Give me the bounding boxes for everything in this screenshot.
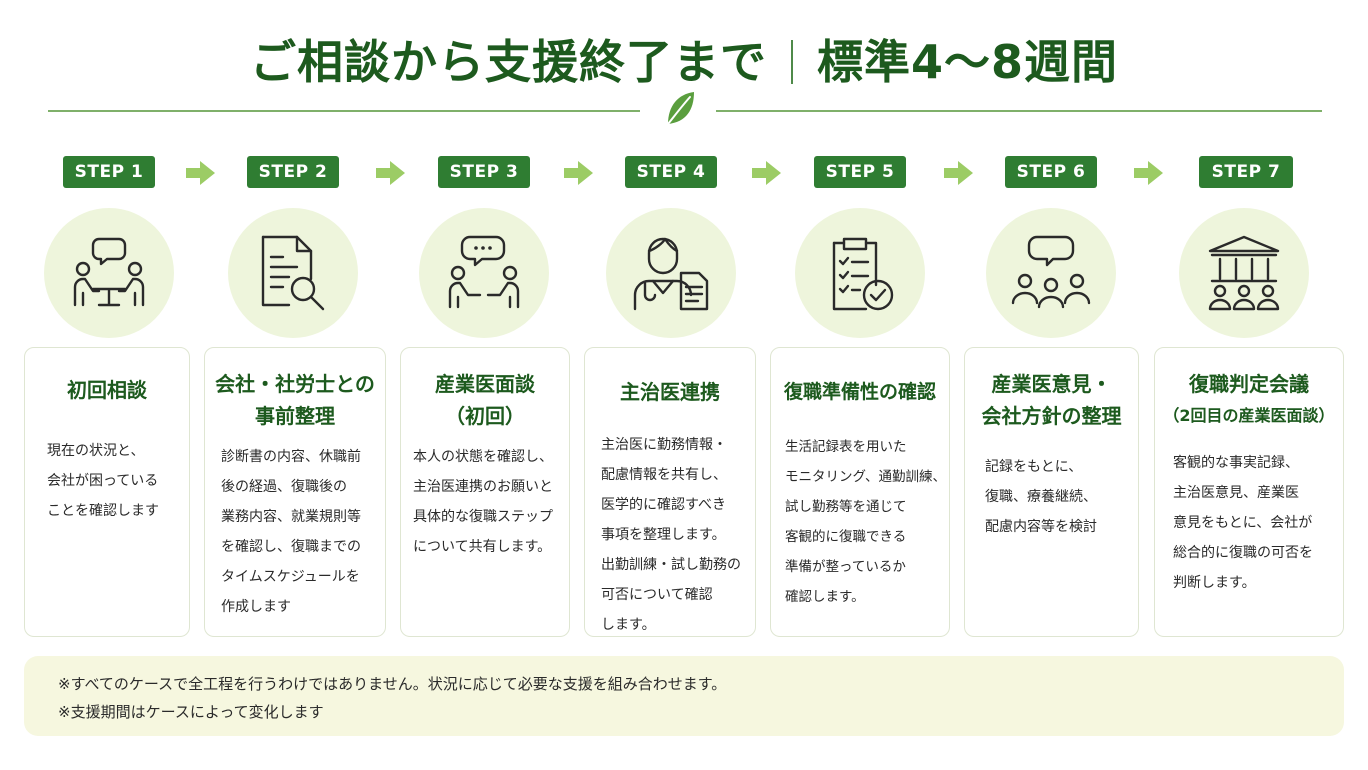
- step-6-title: 産業医意見・: [991, 372, 1112, 396]
- step-3-body-line: 主治医連携のお願いと: [413, 479, 553, 495]
- document-search-icon: [261, 235, 325, 311]
- step-7-title: 復職判定会議: [1189, 372, 1309, 396]
- step-7-body-line: 判断します。: [1173, 575, 1256, 591]
- footnote-box: ※すべてのケースで全工程を行うわけではありません。状況に応じて必要な支援を組み合…: [24, 656, 1344, 736]
- step-6-body-line: 記録をもとに、: [985, 459, 1083, 475]
- page-title: ご相談から支援終了まで標準4〜8週間: [0, 26, 1368, 92]
- step-2-card: 会社・社労士との 事前整理 診断書の内容、休職前 後の経過、復職後の 業務内容、…: [204, 347, 386, 637]
- divider-right: [716, 110, 1322, 112]
- step-1-body: 現在の状況と、 会社が困っている ことを確認します: [47, 436, 159, 526]
- step-1-body-line: 会社が困っている: [47, 473, 159, 489]
- step-4-body: 主治医に勤務情報・ 配慮情報を共有し、 医学的に確認すべき 事項を整理します。 …: [601, 430, 741, 640]
- arrow-right-icon: [186, 161, 215, 185]
- step-2-body-line: 後の経過、復職後の: [221, 479, 347, 495]
- step-5-badge: STEP 5: [814, 156, 906, 188]
- step-5-body-line: 試し勤務等を通じて: [785, 499, 907, 515]
- step-1-badge: STEP 1: [63, 156, 155, 188]
- step-3-title: 産業医面談: [435, 372, 535, 396]
- step-5-body-line: 客観的に復職できる: [785, 529, 907, 545]
- step-6-badge: STEP 6: [1005, 156, 1097, 188]
- title-separator: [790, 40, 793, 84]
- step-2-body-line: タイムスケジュールを: [221, 569, 360, 585]
- divider-left: [48, 110, 640, 112]
- step-6-body-line: 復職、療養継続、: [985, 489, 1097, 505]
- step-6-icon-circle: [986, 208, 1116, 338]
- step-7-body-line: 主治医意見、産業医: [1173, 485, 1299, 501]
- step-2-title: 事前整理: [255, 404, 335, 428]
- step-2-badge: STEP 2: [247, 156, 339, 188]
- meeting-two-people-icon: [73, 237, 145, 307]
- step-2-body: 診断書の内容、休職前 後の経過、復職後の 業務内容、就業規則等 を確認し、復職ま…: [221, 442, 361, 622]
- step-7-icon-circle: [1179, 208, 1309, 338]
- arrow-right-icon: [1134, 161, 1163, 185]
- step-3-body-line: について共有します。: [413, 539, 552, 555]
- arrow-right-icon: [944, 161, 973, 185]
- arrow-right-icon: [752, 161, 781, 185]
- step-3-body: 本人の状態を確認し、 主治医連携のお願いと 具体的な復職ステップ について共有し…: [413, 442, 553, 562]
- step-1-body-line: 現在の状況と、: [47, 443, 145, 459]
- step-5-body: 生活記録表を用いた モニタリング、通勤訓練、 試し勤務等を通じて 客観的に復職で…: [785, 432, 946, 612]
- step-2-icon-circle: [228, 208, 358, 338]
- step-5-icon-circle: [795, 208, 925, 338]
- step-4-badge: STEP 4: [625, 156, 717, 188]
- step-2-body-line: を確認し、復職までの: [221, 539, 361, 555]
- step-5-body-line: モニタリング、通勤訓練、: [785, 469, 947, 485]
- step-7-body: 客観的な事実記録、 主治医意見、産業医 意見をもとに、会社が 総合的に復職の可否…: [1173, 448, 1313, 598]
- page-title-duration: 標準4〜8週間: [816, 35, 1118, 89]
- step-2-body-line: 診断書の内容、休職前: [221, 449, 361, 465]
- step-1-icon-circle: [44, 208, 174, 338]
- step-2-body-line: 作成します: [221, 599, 291, 615]
- step-5-title: 復職準備性の確認: [783, 381, 936, 403]
- step-4-title: 主治医連携: [620, 380, 720, 404]
- step-7-badge: STEP 7: [1199, 156, 1293, 188]
- step-3-body-line: 本人の状態を確認し、: [413, 449, 553, 465]
- group-discussion-icon: [1011, 235, 1091, 309]
- step-5-body-line: 生活記録表を用いた: [785, 439, 907, 455]
- step-7-body-line: 客観的な事実記録、: [1173, 455, 1299, 471]
- footnote-line: ※すべてのケースで全工程を行うわけではありません。状況に応じて必要な支援を組み合…: [58, 675, 727, 693]
- step-3-badge: STEP 3: [438, 156, 530, 188]
- step-4-body-line: 出勤訓練・試し勤務の: [601, 557, 741, 573]
- step-7-card: 復職判定会議 （2回目の産業医面談） 客観的な事実記録、 主治医意見、産業医 意…: [1154, 347, 1344, 637]
- arrow-right-icon: [564, 161, 593, 185]
- footnote-line: ※支援期間はケースによって変化します: [58, 703, 324, 721]
- step-7-body-line: 意見をもとに、会社が: [1173, 515, 1313, 531]
- clipboard-check-icon: [832, 237, 894, 311]
- step-1-card: 初回相談 現在の状況と、 会社が困っている ことを確認します: [24, 347, 190, 637]
- step-1-title: 初回相談: [67, 378, 147, 402]
- step-2-title: 会社・社労士との: [215, 372, 375, 396]
- step-3-icon-circle: [419, 208, 549, 338]
- doctor-report-icon: [633, 237, 709, 311]
- step-3-title: （初回）: [445, 404, 525, 428]
- step-2-body-line: 業務内容、就業規則等: [221, 509, 361, 525]
- arrow-right-icon: [376, 161, 405, 185]
- leaf-icon: [667, 92, 694, 125]
- step-6-card: 産業医意見・ 会社方針の整理 記録をもとに、 復職、療養継続、 配慮内容等を検討: [964, 347, 1139, 637]
- step-6-title: 会社方針の整理: [981, 404, 1122, 428]
- step-4-body-line: 主治医に勤務情報・: [601, 437, 727, 453]
- step-5-body-line: 準備が整っているか: [785, 559, 906, 575]
- step-4-body-line: 可否について確認: [601, 587, 713, 603]
- step-3-body-line: 具体的な復職ステップ: [413, 509, 553, 525]
- step-4-body-line: 配慮情報を共有し、: [601, 467, 727, 483]
- institution-meeting-icon: [1208, 235, 1280, 311]
- step-7-body-line: 総合的に復職の可否を: [1173, 545, 1313, 561]
- step-4-body-line: します。: [601, 617, 656, 633]
- step-7-title: （2回目の産業医面談）: [1163, 406, 1335, 425]
- step-5-body-line: 確認します。: [785, 589, 865, 605]
- step-6-body-line: 配慮内容等を検討: [985, 519, 1097, 535]
- step-4-card: 主治医連携 主治医に勤務情報・ 配慮情報を共有し、 医学的に確認すべき 事項を整…: [584, 347, 756, 637]
- consultation-chat-icon: [448, 235, 520, 309]
- page-title-main: ご相談から支援終了まで: [249, 35, 767, 89]
- step-4-icon-circle: [606, 208, 736, 338]
- step-4-body-line: 事項を整理します。: [601, 527, 726, 543]
- step-1-body-line: ことを確認します: [47, 503, 159, 519]
- step-6-body: 記録をもとに、 復職、療養継続、 配慮内容等を検討: [985, 452, 1097, 542]
- step-3-card: 産業医面談 （初回） 本人の状態を確認し、 主治医連携のお願いと 具体的な復職ス…: [400, 347, 570, 637]
- step-5-card: 復職準備性の確認 生活記録表を用いた モニタリング、通勤訓練、 試し勤務等を通じ…: [770, 347, 950, 637]
- step-4-body-line: 医学的に確認すべき: [601, 497, 727, 513]
